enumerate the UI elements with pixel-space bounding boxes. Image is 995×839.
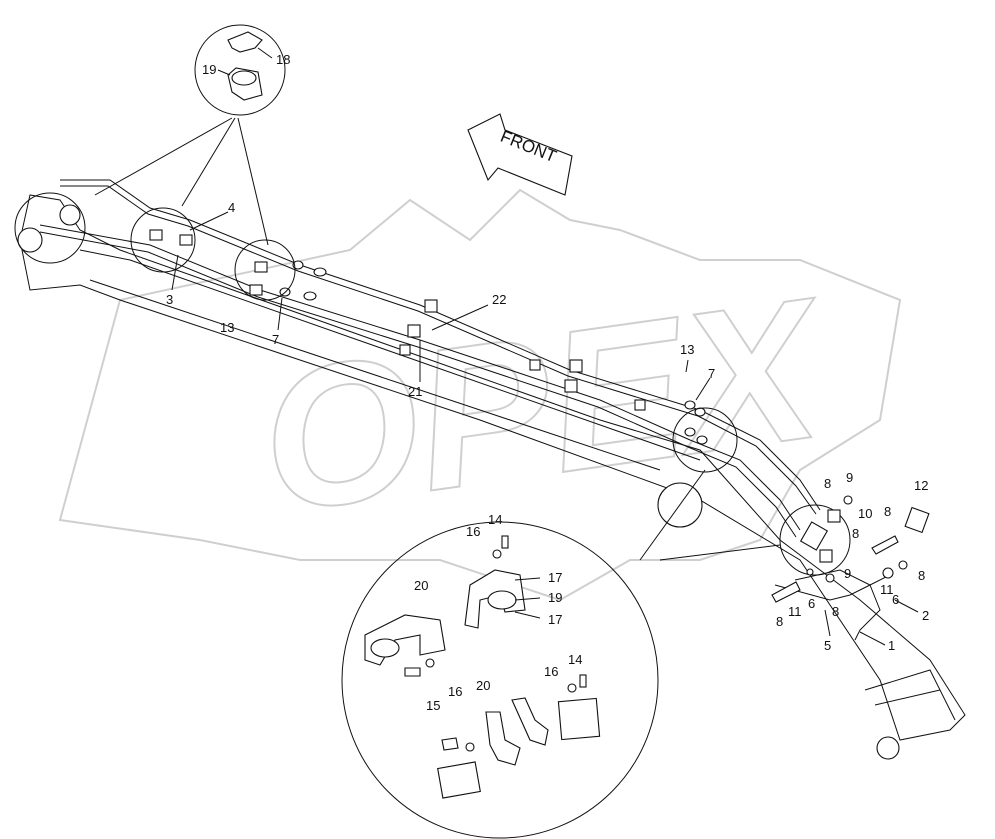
callout-16-top: 16 — [466, 524, 480, 539]
callout-15: 15 — [426, 698, 440, 713]
callout-19-top: 19 — [202, 62, 216, 77]
callout-5: 5 — [824, 638, 831, 653]
detail-circles — [14, 24, 851, 839]
front-direction-arrow: FRONT — [467, 113, 573, 196]
detail-circle-clamp-a — [130, 207, 196, 273]
callout-20-left: 20 — [414, 578, 428, 593]
callout-20-mid: 20 — [476, 678, 490, 693]
bracket-detail-parts — [364, 535, 601, 799]
detail-circle-clamp-top — [194, 24, 286, 116]
detail-circle-joint-right — [672, 407, 738, 473]
callout-11-b: 11 — [788, 604, 802, 619]
callout-8-e: 8 — [832, 604, 839, 619]
callout-14-top: 14 — [488, 512, 502, 527]
callout-13-right: 13 — [680, 342, 694, 357]
callout-6-b: 6 — [808, 596, 815, 611]
callout-8-a: 8 — [824, 476, 831, 491]
callout-16-right: 16 — [544, 664, 558, 679]
detail-circle-boom-foot — [14, 192, 86, 264]
callout-2: 2 — [922, 608, 929, 623]
detail-circle-valve — [779, 504, 851, 576]
callout-16-mid: 16 — [448, 684, 462, 699]
detail-circle-clamp-b — [234, 239, 296, 301]
callout-19-detail: 19 — [548, 590, 562, 605]
hydraulic-pipes — [39, 179, 891, 641]
callout-3: 3 — [166, 292, 173, 307]
callout-7-left: 7 — [272, 332, 279, 347]
callout-17-b: 17 — [548, 612, 562, 627]
callout-22: 22 — [492, 292, 506, 307]
callout-21: 21 — [408, 384, 422, 399]
boom-structure — [17, 194, 966, 760]
callout-17-a: 17 — [548, 570, 562, 585]
callout-14-right: 14 — [568, 652, 582, 667]
pipe-clamps — [149, 229, 708, 445]
callout-12: 12 — [914, 478, 928, 493]
callout-18: 18 — [276, 52, 290, 67]
valve-parts — [771, 495, 930, 603]
callout-7-right: 7 — [708, 366, 715, 381]
callout-1: 1 — [888, 638, 895, 653]
callout-8-d: 8 — [918, 568, 925, 583]
detail-circle-bracket — [341, 521, 659, 839]
clamp-detail-parts — [227, 31, 263, 101]
leader-lines — [171, 47, 919, 646]
callout-13-left: 13 — [220, 320, 234, 335]
callout-9-top: 9 — [846, 470, 853, 485]
callout-8-b: 8 — [884, 504, 891, 519]
callout-4: 4 — [228, 200, 235, 215]
callout-8-f: 8 — [776, 614, 783, 629]
callout-6-a: 6 — [892, 592, 899, 607]
callout-9-mid: 9 — [844, 566, 851, 581]
callout-labels: 18 19 4 3 13 7 22 21 13 7 9 8 12 10 8 8 … — [166, 52, 929, 713]
callout-10: 10 — [858, 506, 872, 521]
callout-11-a: 11 — [880, 582, 894, 597]
callout-8-c: 8 — [852, 526, 859, 541]
